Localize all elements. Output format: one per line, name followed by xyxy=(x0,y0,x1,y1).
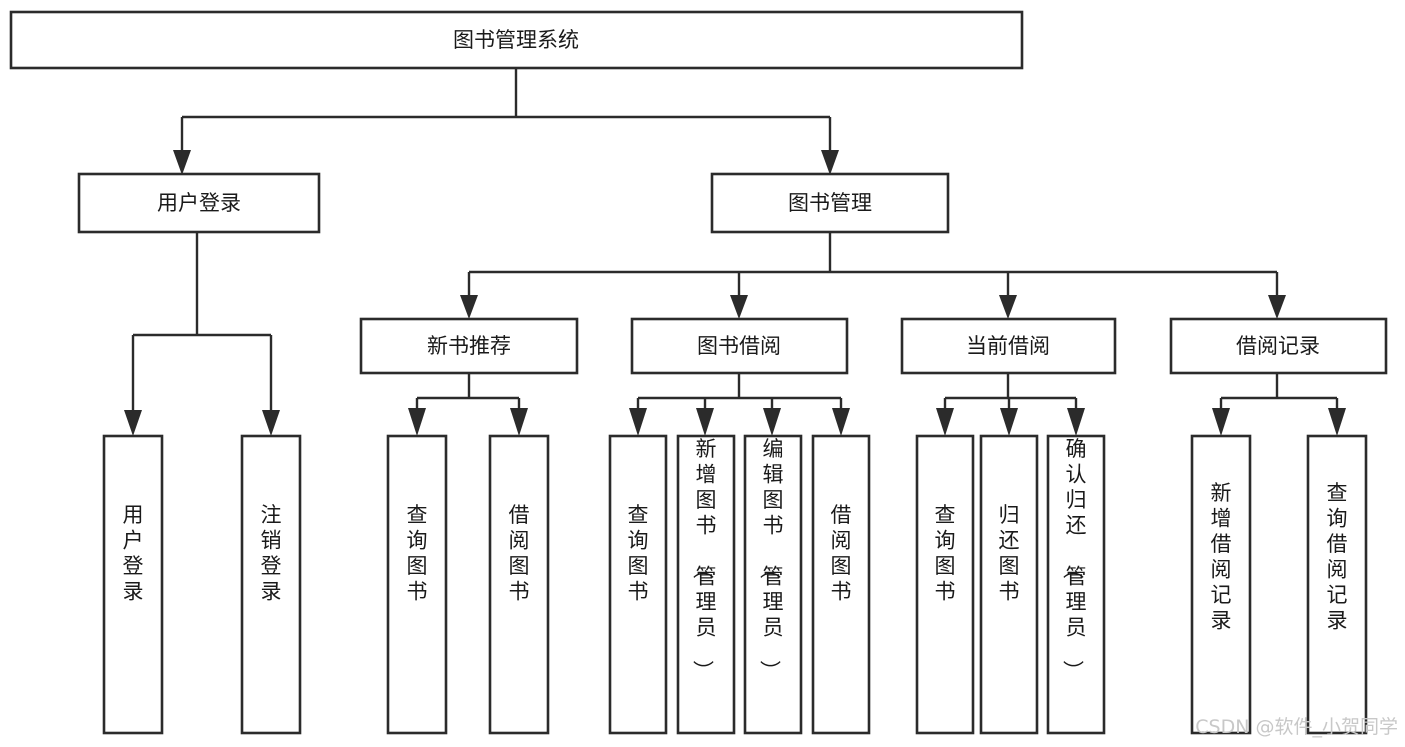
node-book-borrow[interactable]: 图书借阅 xyxy=(630,317,849,375)
node-current-borrow-label: 当前借阅 xyxy=(966,334,1050,358)
node-leaf-borrow-book-1-label: 借阅图书 xyxy=(509,503,530,604)
node-leaf-user-login-box[interactable] xyxy=(102,434,164,735)
node-leaf-user-logout-label: 注销登录 xyxy=(261,503,282,604)
node-leaf-add-record-box[interactable] xyxy=(1190,434,1252,735)
node-root-label: 图书管理系统 xyxy=(453,28,579,52)
node-leaf-edit-book-box[interactable] xyxy=(743,434,803,735)
node-book-borrow-box[interactable] xyxy=(630,317,849,375)
node-leaf-confirm-return[interactable]: 确认归还（管理员） xyxy=(1046,434,1106,735)
node-current-borrow-box[interactable] xyxy=(900,317,1117,375)
node-leaf-query-record[interactable]: 查询借阅记录 xyxy=(1306,434,1368,735)
node-leaf-add-record-label: 新增借阅记录 xyxy=(1211,481,1232,633)
arrow-head-leaf-user-login xyxy=(124,410,142,436)
node-leaf-user-login-label: 用户登录 xyxy=(123,503,144,604)
node-borrow-record-label: 借阅记录 xyxy=(1236,334,1320,358)
node-leaf-query-book-1-label: 查询图书 xyxy=(407,503,428,604)
arrow-head-leaf-user-logout xyxy=(262,410,280,436)
node-leaf-query-book-2-box[interactable] xyxy=(608,434,668,735)
node-leaf-borrow-book-1-box[interactable] xyxy=(488,434,550,735)
node-leaf-user-logout[interactable]: 注销登录 xyxy=(240,434,302,735)
arrow-head-leaf-return-book xyxy=(1000,408,1018,436)
arrow-head-leaf-query-book-2 xyxy=(629,408,647,436)
node-leaf-query-record-label: 查询借阅记录 xyxy=(1327,481,1348,633)
arrow-head-book-manage xyxy=(821,150,839,175)
node-leaf-add-book-box[interactable] xyxy=(676,434,736,735)
connector-layer xyxy=(124,68,1346,436)
arrow-head-leaf-borrow-book-1 xyxy=(510,408,528,436)
arrow-head-leaf-confirm-return xyxy=(1067,408,1085,436)
arrow-head-leaf-add-book xyxy=(696,408,714,436)
node-leaf-query-book-3-box[interactable] xyxy=(915,434,975,735)
arrow-head-leaf-add-record xyxy=(1212,408,1230,436)
node-leaf-add-record[interactable]: 新增借阅记录 xyxy=(1190,434,1252,735)
node-leaf-return-book[interactable]: 归还图书 xyxy=(979,434,1039,735)
arrow-head-new-book-rec xyxy=(460,295,478,319)
node-leaf-query-book-1[interactable]: 查询图书 xyxy=(386,434,448,735)
node-leaf-query-book-2[interactable]: 查询图书 xyxy=(608,434,668,735)
node-leaf-query-book-3[interactable]: 查询图书 xyxy=(915,434,975,735)
node-leaf-query-book-2-label: 查询图书 xyxy=(628,503,649,604)
node-book-borrow-label: 图书借阅 xyxy=(697,334,781,358)
node-leaf-return-book-label: 归还图书 xyxy=(999,503,1020,604)
arrow-head-leaf-edit-book xyxy=(763,408,781,436)
watermark-label: CSDN @软件_小贺同学 xyxy=(1195,716,1398,738)
node-book-manage[interactable]: 图书管理 xyxy=(710,172,950,234)
node-new-book-rec-label: 新书推荐 xyxy=(427,334,511,358)
node-borrow-record[interactable]: 借阅记录 xyxy=(1169,317,1388,375)
node-new-book-rec-box[interactable] xyxy=(359,317,579,375)
node-leaf-query-record-box[interactable] xyxy=(1306,434,1368,735)
node-leaf-query-book-1-box[interactable] xyxy=(386,434,448,735)
node-leaf-borrow-book-2-label: 借阅图书 xyxy=(831,503,852,604)
node-book-manage-box[interactable] xyxy=(710,172,950,234)
arrow-head-leaf-query-book-3 xyxy=(936,408,954,436)
arrow-head-leaf-borrow-book-2 xyxy=(832,408,850,436)
node-leaf-user-logout-box[interactable] xyxy=(240,434,302,735)
node-user-login-label: 用户登录 xyxy=(157,191,241,215)
node-leaf-query-book-3-label: 查询图书 xyxy=(935,503,956,604)
node-user-login-box[interactable] xyxy=(77,172,321,234)
node-current-borrow[interactable]: 当前借阅 xyxy=(900,317,1117,375)
node-leaf-return-book-box[interactable] xyxy=(979,434,1039,735)
node-root[interactable]: 图书管理系统 xyxy=(9,10,1024,70)
node-book-manage-label: 图书管理 xyxy=(788,191,872,215)
node-new-book-rec[interactable]: 新书推荐 xyxy=(359,317,579,375)
node-leaf-edit-book[interactable]: 编辑图书（管理员） xyxy=(743,434,803,735)
arrow-head-borrow-record xyxy=(1268,295,1286,319)
node-root-box[interactable] xyxy=(9,10,1024,70)
arrow-head-book-borrow xyxy=(730,295,748,319)
node-leaf-borrow-book-2-box[interactable] xyxy=(811,434,871,735)
node-leaf-borrow-book-2[interactable]: 借阅图书 xyxy=(811,434,871,735)
node-borrow-record-box[interactable] xyxy=(1169,317,1388,375)
arrow-head-user-login xyxy=(173,150,191,175)
node-leaf-add-book-label: 新增图书（管理员） xyxy=(691,437,717,681)
node-leaf-borrow-book-1[interactable]: 借阅图书 xyxy=(488,434,550,735)
node-user-login[interactable]: 用户登录 xyxy=(77,172,321,234)
node-leaf-edit-book-label: 编辑图书（管理员） xyxy=(758,437,784,681)
node-leaf-confirm-return-label: 确认归还（管理员） xyxy=(1061,437,1087,681)
arrow-head-leaf-query-record xyxy=(1328,408,1346,436)
node-leaf-user-login[interactable]: 用户登录 xyxy=(102,434,164,735)
arrow-head-leaf-query-book-1 xyxy=(408,408,426,436)
node-leaf-add-book[interactable]: 新增图书（管理员） xyxy=(676,434,736,735)
arrow-head-current-borrow xyxy=(999,295,1017,319)
node-leaf-confirm-return-box[interactable] xyxy=(1046,434,1106,735)
